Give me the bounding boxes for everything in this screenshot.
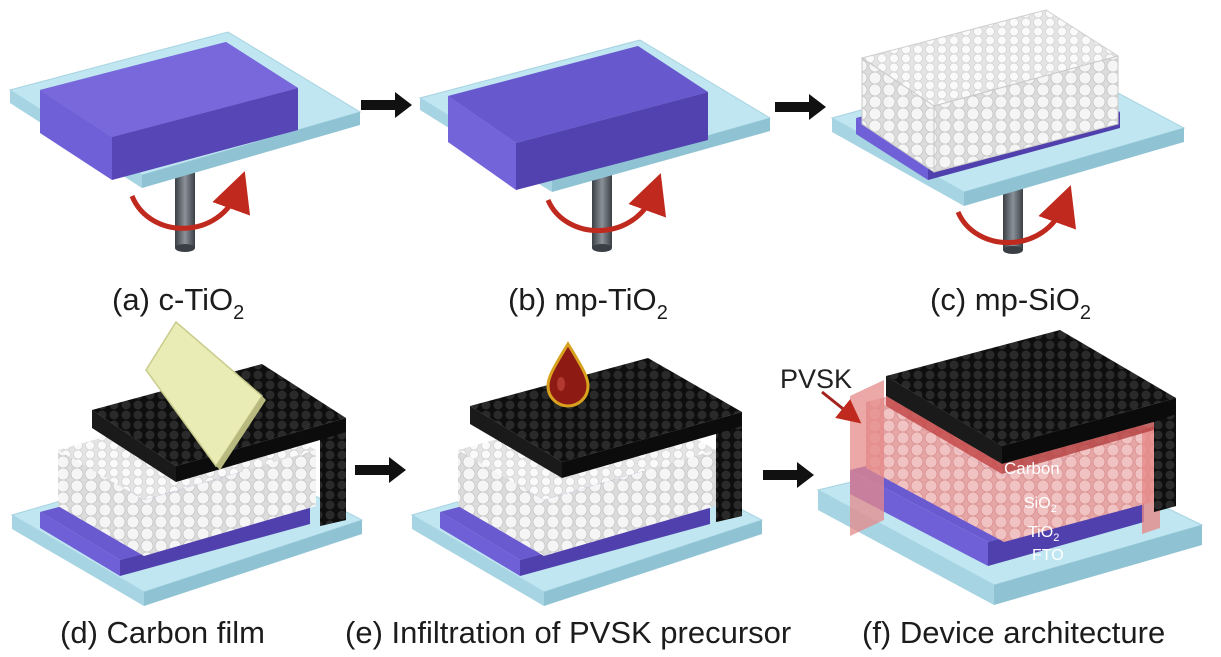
sio2-label: SiO2 xyxy=(1024,495,1057,515)
ctio2-layer xyxy=(40,42,298,180)
panel-d-carbon-film xyxy=(10,320,364,606)
sio2-bead-layer xyxy=(860,9,1120,173)
caption-a-text: (a) c-TiO xyxy=(112,282,234,317)
tio2-label-main: TiO xyxy=(1028,524,1053,541)
caption-a-subscript: 2 xyxy=(233,302,245,324)
droplet-icon xyxy=(546,341,590,408)
spin-rod xyxy=(1003,178,1023,254)
mptio2-layer xyxy=(448,46,708,190)
tio2-label-sub: 2 xyxy=(1053,532,1059,544)
caption-c: (c) mp-SiO2 xyxy=(930,282,1091,324)
carbon-label: Carbon xyxy=(1004,459,1060,478)
panel-a-spin-coat-ctio2 xyxy=(8,31,362,252)
rotation-arrow-icon xyxy=(129,171,251,231)
pvsk-pointer-arrow xyxy=(821,390,862,424)
rotation-arrow-icon xyxy=(545,173,667,234)
step-arrow-icon xyxy=(763,462,814,488)
spin-rod xyxy=(175,168,195,252)
sio2-label-sub: 2 xyxy=(1051,503,1057,515)
scraper-blade-icon xyxy=(145,320,266,470)
panel-f-device-architecture: PVSK Carbon SiO2 TiO2 FTO xyxy=(780,330,1204,605)
caption-e: (e) Infiltration of PVSK precursor xyxy=(345,615,791,651)
caption-b: (b) mp-TiO2 xyxy=(508,282,668,324)
caption-c-text: (c) mp-SiO xyxy=(930,282,1080,317)
caption-a: (a) c-TiO2 xyxy=(112,282,244,324)
caption-d-text: (d) Carbon film xyxy=(60,615,265,650)
step-arrow-icon xyxy=(361,92,412,118)
caption-b-text: (b) mp-TiO xyxy=(508,282,657,317)
spin-rod xyxy=(592,168,612,252)
rotation-arrow-icon xyxy=(955,185,1077,246)
carbon-layer xyxy=(886,330,1176,512)
pvsk-label: PVSK xyxy=(780,364,852,394)
caption-b-subscript: 2 xyxy=(656,302,668,324)
caption-d: (d) Carbon film xyxy=(60,615,265,651)
caption-c-subscript: 2 xyxy=(1079,302,1091,324)
step-arrow-icon xyxy=(775,94,826,120)
sio2-label-main: SiO xyxy=(1024,495,1051,512)
panel-c-spin-coat-mpsio2 xyxy=(830,9,1186,254)
caption-e-text: (e) Infiltration of PVSK precursor xyxy=(345,615,792,650)
fto-label: FTO xyxy=(1032,547,1064,564)
step-arrow-icon xyxy=(355,457,406,483)
carbon-layer xyxy=(470,358,742,522)
caption-f: (f) Device architecture xyxy=(862,615,1165,651)
tio2-label: TiO2 xyxy=(1028,524,1059,544)
panel-b-spin-coat-mptio2 xyxy=(418,39,772,252)
caption-f-text: (f) Device architecture xyxy=(862,615,1166,650)
panel-e-infiltration xyxy=(410,341,764,606)
